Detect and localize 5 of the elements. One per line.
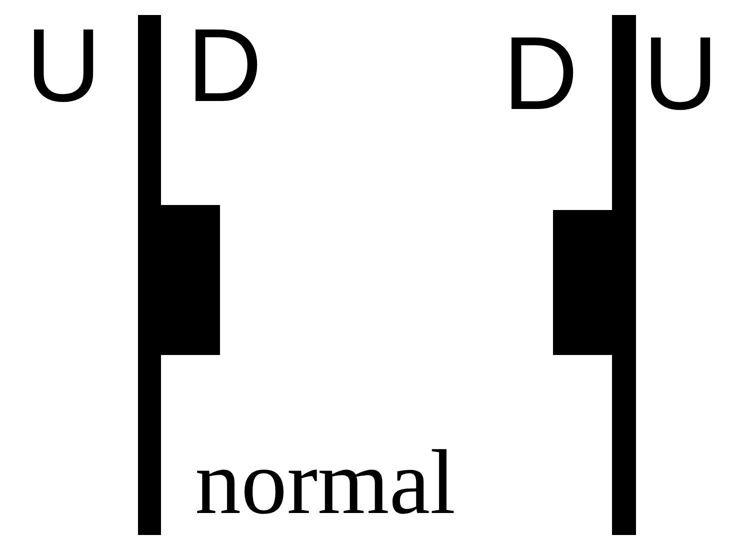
- label-text: D: [187, 14, 262, 118]
- label-text: normal: [195, 436, 456, 528]
- label-text: U: [643, 22, 718, 126]
- label-text: U: [26, 14, 102, 118]
- label-text: D: [503, 22, 578, 126]
